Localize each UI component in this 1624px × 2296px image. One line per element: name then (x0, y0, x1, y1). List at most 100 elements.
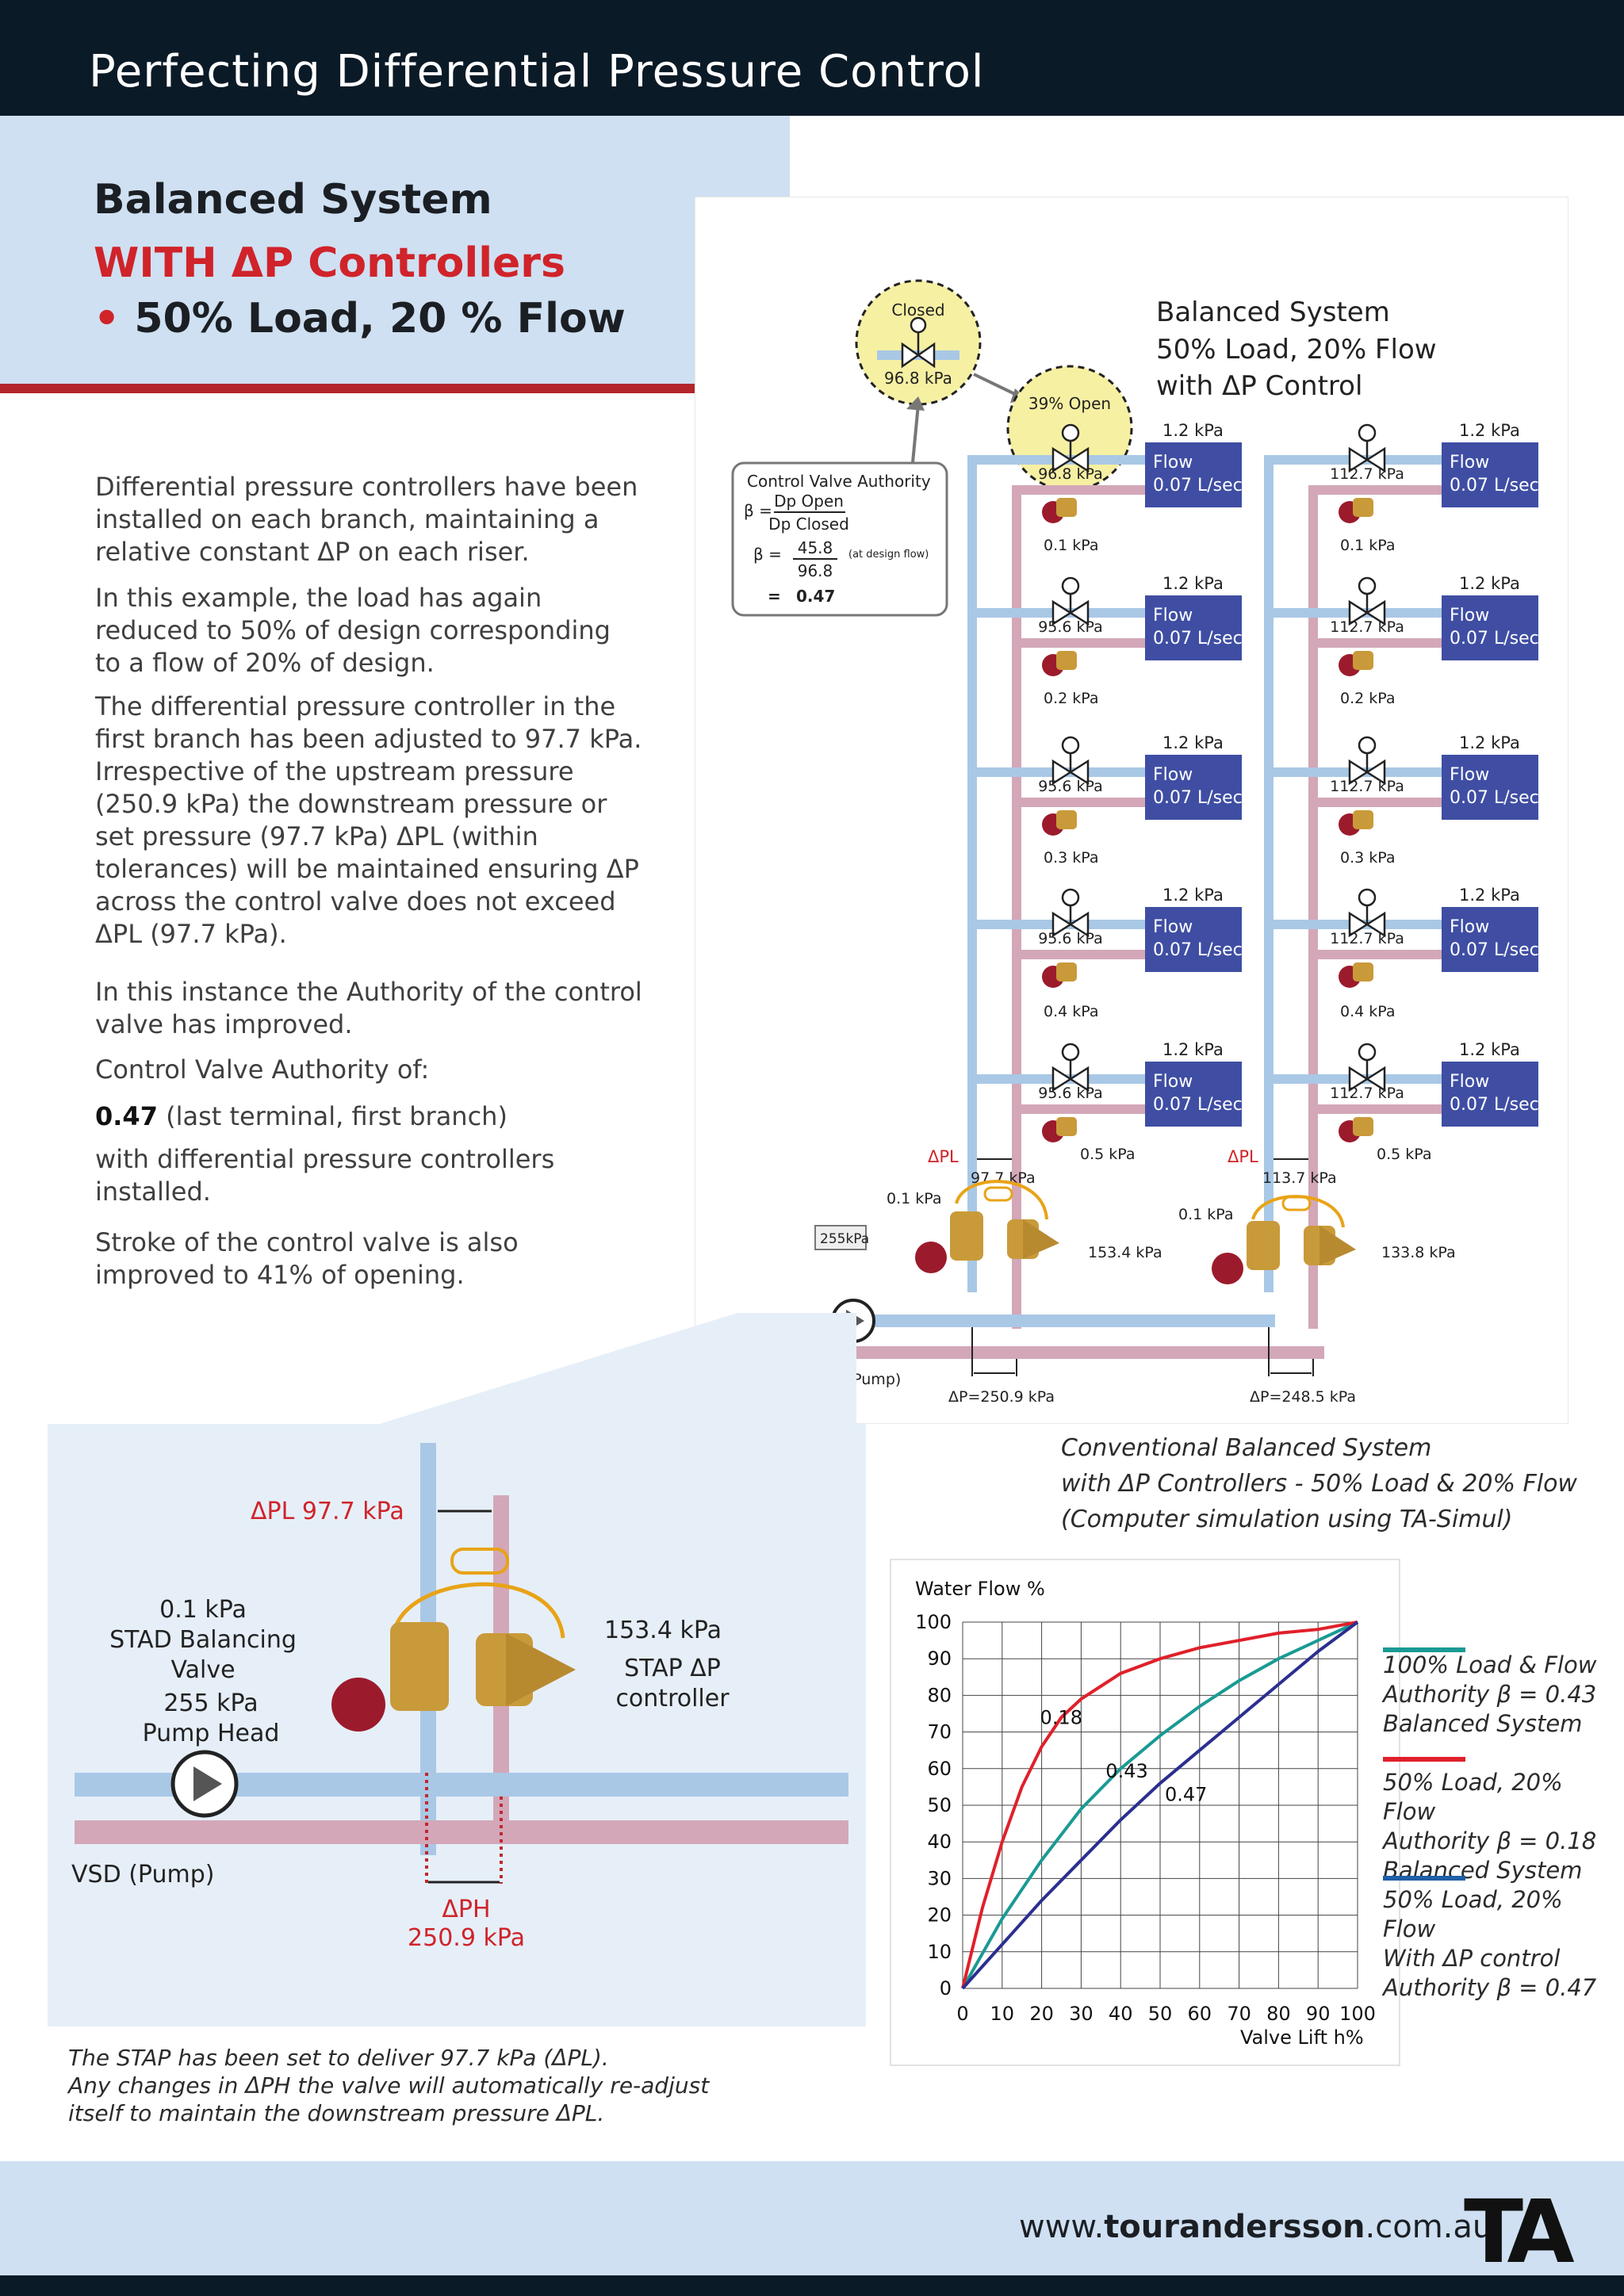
terminal-r2-4: Flow 0.07 L/sec 1.2 kPa 112.7 kPa 0.4 kP… (1264, 886, 1539, 1020)
paragraph-4: In this instance the Authority of the co… (95, 977, 642, 1039)
valve-kpa: 96.8 kPa (1038, 465, 1103, 483)
url-domain: tourandersson (1104, 2209, 1365, 2245)
detail-stap-kpa: 153.4 kPa (604, 1617, 722, 1644)
bullet-icon: • (94, 295, 121, 342)
series-line (961, 1621, 1358, 1989)
return-header (739, 1346, 1324, 1359)
flow-label: Flow (1450, 606, 1489, 626)
x-tick-label: 50 (1148, 2003, 1173, 2025)
authority-title: Control Valve Authority (747, 472, 931, 491)
flow-label: Flow (1450, 1072, 1489, 1092)
flow-label: Flow (1450, 453, 1489, 473)
x-tick-label: 10 (990, 2003, 1015, 2025)
valve-kpa: 112.7 kPa (1330, 618, 1404, 636)
flow-label: Flow (1450, 765, 1489, 785)
flow-value: 0.07 L/sec (1153, 788, 1243, 808)
stap-1-kpa: 153.4 kPa (1088, 1244, 1162, 1261)
url-suffix: .com.au (1365, 2209, 1493, 2245)
series-label: 0.47 (1165, 1783, 1207, 1805)
x-tick-label: 0 (956, 2003, 968, 2025)
valve-kpa: 95.6 kPa (1038, 930, 1103, 947)
flow-value: 0.07 L/sec (1450, 1095, 1539, 1115)
authority-eq: = (768, 587, 781, 606)
terminal-r2-3: Flow 0.07 L/sec 1.2 kPa 112.7 kPa 0.3 kP… (1264, 733, 1539, 867)
detail-dph-value: 250.9 kPa (408, 1924, 525, 1952)
branch-kpa: 0.1 kPa (1044, 537, 1099, 554)
system-schematic: Balanced System 50% Load, 20% Flow with … (695, 197, 1568, 1424)
y-tick-label: 100 (915, 1611, 952, 1633)
intro-panel (0, 116, 790, 384)
capillary-coil (450, 1548, 509, 1575)
paragraph-2: In this example, the load has again redu… (95, 583, 611, 678)
flow-label: Flow (1153, 765, 1193, 785)
flow-value: 0.07 L/sec (1153, 476, 1243, 496)
riser-1-dp-controller: ΔPL 97.7 kPa 0.1 kPa 153.4 kPa 255kPa (814, 1147, 1162, 1273)
valve-kpa: 95.6 kPa (1038, 618, 1103, 636)
chart-grid (962, 1621, 1358, 1989)
detail-pump-head: Pump Head (143, 1720, 280, 1747)
stap-note: The STAP has been set to deliver 97.7 kP… (68, 2044, 709, 2127)
note-line-3: itself to maintain the downstream pressu… (68, 2100, 605, 2126)
y-tick-label: 0 (940, 1977, 952, 1999)
authority-den2: 96.8 (798, 561, 833, 580)
flow-value: 0.07 L/sec (1450, 476, 1539, 496)
authority-num: Dp Open (774, 492, 844, 511)
flow-value: 0.07 L/sec (1153, 940, 1243, 960)
flow-label: Flow (1153, 453, 1193, 473)
series-line (961, 1621, 1359, 1990)
terminal-r1-2: Flow 0.07 L/sec 1.2 kPa 95.6 kPa 0.2 kPa (967, 574, 1243, 707)
branch-kpa: 0.3 kPa (1340, 849, 1396, 867)
intro-load-line: • 50% Load, 20 % Flow (94, 295, 626, 342)
note-line-1: The STAP has been set to deliver 97.7 kP… (68, 2045, 609, 2071)
stap-controller-icon (476, 1633, 576, 1706)
diagram-title-2: 50% Load, 20% Flow (1156, 334, 1437, 365)
diagram-title-3: with ΔP Control (1156, 370, 1362, 402)
branch-kpa: 0.2 kPa (1044, 690, 1099, 707)
x-tick-label: 60 (1188, 2003, 1212, 2025)
detail-stap-name1: STAP ΔP (624, 1655, 721, 1682)
stad-kpa: 0.1 kPa (1178, 1206, 1234, 1223)
legend-3-line-1: 50% Load, 20% Flow (1383, 1886, 1563, 1942)
series-label: 0.43 (1105, 1760, 1147, 1782)
closed-label: Closed (891, 300, 944, 320)
authority-box (731, 461, 948, 617)
valve-kpa: 112.7 kPa (1330, 465, 1404, 483)
detail-stad-name2: Valve (170, 1656, 235, 1684)
intro-heading: Balanced System (94, 176, 492, 224)
riser-2-dpl: 113.7 kPa (1262, 1169, 1337, 1187)
website-link[interactable]: www.tourandersson.com.au (1019, 2209, 1492, 2245)
y-tick-label: 10 (927, 1941, 952, 1963)
x-tick-label: 70 (1227, 2003, 1251, 2025)
dp-1: ΔP=250.9 kPa (948, 1388, 1055, 1406)
y-tick-label: 90 (927, 1647, 952, 1670)
legend-3-line-2: With ΔP control (1383, 1945, 1561, 1972)
terminal-r1-1: Flow 0.07 L/sec 1.2 kPa 96.8 kPa 0.1 kPa (967, 421, 1243, 554)
y-tick-label: 30 (927, 1867, 952, 1889)
riser-2-terminals: Flow 0.07 L/sec 1.2 kPa 112.7 kPa 0.1 kP… (1264, 421, 1539, 1163)
branch-kpa: 0.5 kPa (1080, 1146, 1136, 1163)
chart-ylabel: Water Flow % (915, 1578, 1045, 1600)
url-prefix: www. (1019, 2209, 1105, 2245)
coil-kpa: 1.2 kPa (1459, 421, 1520, 440)
paragraph-1: Differential pressure controllers have b… (95, 472, 638, 567)
open-label: 39% Open (1028, 394, 1111, 413)
branch-kpa: 0.1 kPa (1340, 537, 1396, 554)
dpl-label: ΔPL (1228, 1147, 1258, 1166)
authority-beta: β = (744, 501, 772, 520)
detail-dph: ΔPH (442, 1896, 490, 1923)
pressure-gauge (814, 1225, 867, 1250)
terminal-r2-1: Flow 0.07 L/sec 1.2 kPa 112.7 kPa 0.1 kP… (1264, 421, 1539, 554)
flow-value: 0.07 L/sec (1153, 1095, 1243, 1115)
detail-pump-icon (170, 1750, 239, 1818)
flow-label: Flow (1153, 1072, 1193, 1092)
legend-1-line-3: Balanced System (1383, 1710, 1583, 1737)
chart-legend: 100% Load & Flow Authority β = 0.43 Bala… (1383, 1641, 1621, 2001)
legend-3-line-3: Authority β = 0.47 (1383, 1974, 1597, 2001)
coil-kpa: 1.2 kPa (1162, 886, 1224, 905)
riser-1-terminals: Flow 0.07 L/sec 1.2 kPa 96.8 kPa 0.1 kPa… (967, 421, 1243, 1163)
legend-text-1: 100% Load & Flow Authority β = 0.43 Bala… (1383, 1651, 1596, 1739)
y-tick-label: 50 (927, 1794, 952, 1816)
dpl-label: ΔPL (928, 1147, 959, 1166)
